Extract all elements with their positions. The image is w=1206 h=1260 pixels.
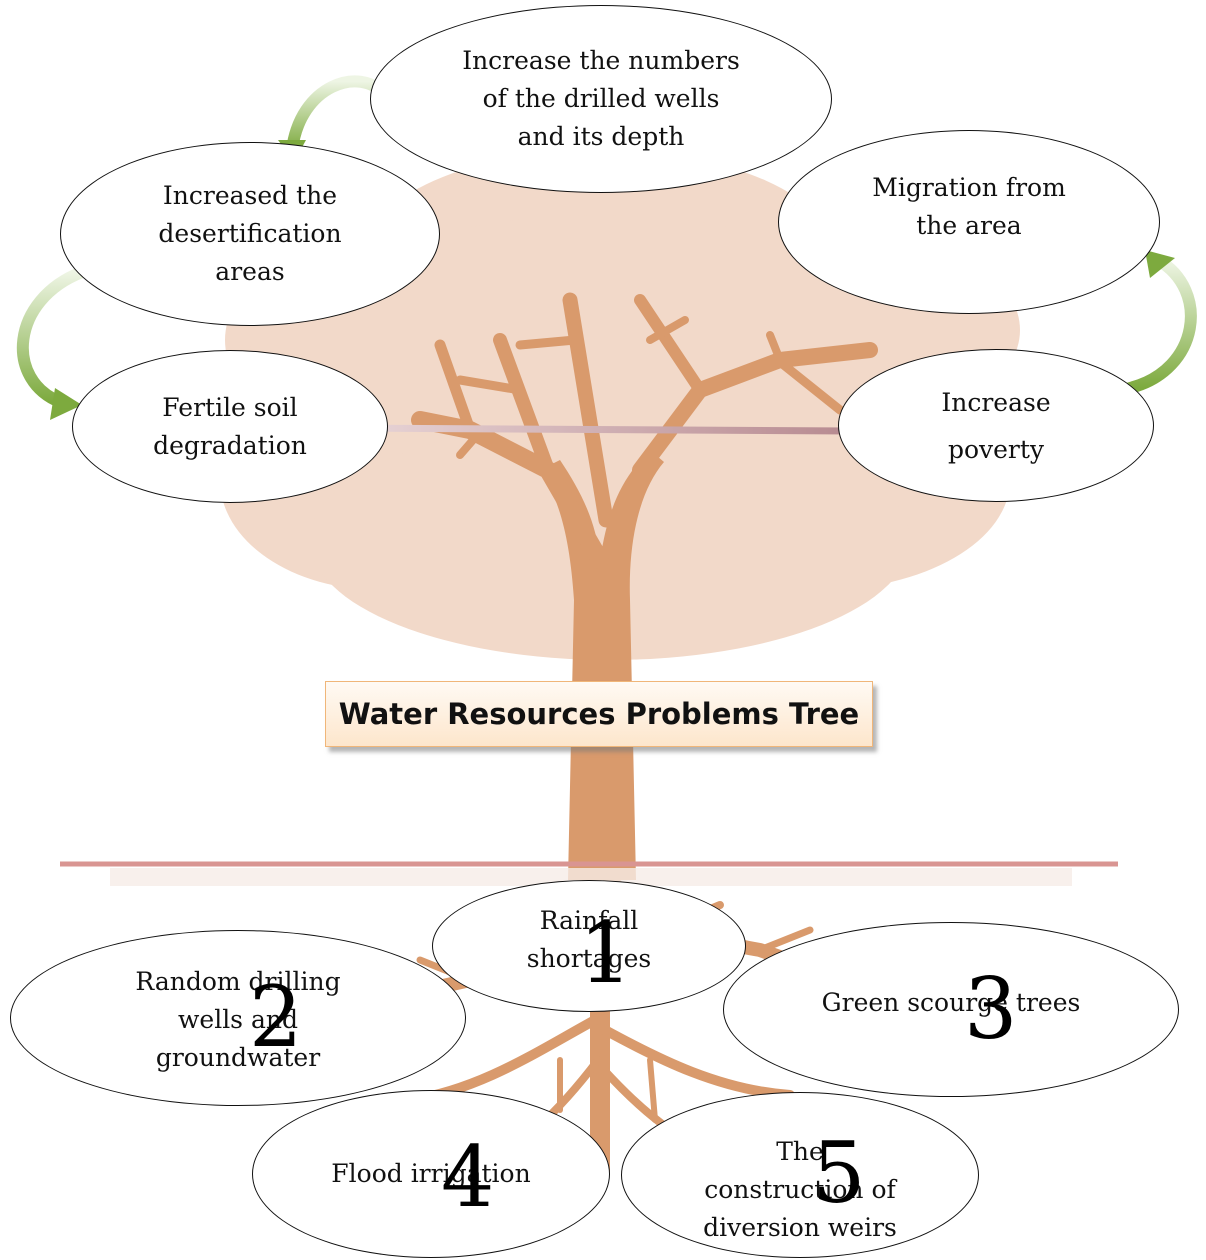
effect-text: Increased the desertification areas [158,181,342,286]
cause-number: 4 [441,1128,495,1226]
tree-trunk [411,292,878,880]
cause-bubble-drilling: Random drilling wells and groundwater 2 [10,930,466,1106]
cause-number: 5 [812,1124,866,1222]
cause-bubble-irrigation: Flood irrigation 4 [252,1090,610,1258]
effect-text: Increase the numbers of the drilled well… [462,46,740,151]
effect-bubble-migration: Migration from the area [778,130,1160,314]
cause-bubble-rainfall: Rainfall shortages 1 [432,880,746,1012]
diagram-title-box: Water Resources Problems Tree [325,681,873,747]
diagram-title: Water Resources Problems Tree [338,697,860,731]
effect-bubble-desertification: Increased the desertification areas [60,142,440,326]
cause-bubble-weirs: The construction of diversion weirs 5 [621,1092,979,1258]
effect-text: Migration from the area [872,173,1066,240]
effect-bubble-poverty: Increase poverty [838,349,1154,502]
cause-text: Flood irrigation [331,1159,531,1188]
cause-text: Random drilling wells and groundwater [135,967,341,1072]
effect-text: Fertile soil degradation [153,392,307,460]
effect-bubble-wells: Increase the numbers of the drilled well… [370,5,832,193]
effect-text: Increase poverty [941,387,1051,464]
effect-bubble-soil: Fertile soil degradation [72,350,388,503]
cause-number: 1 [579,904,633,1002]
cause-bubble-scourge: Green scourge trees 3 [723,922,1179,1097]
arrow-poverty-to-migration [1124,250,1197,394]
cause-number: 2 [249,968,303,1066]
arrow-desertification-to-soil [16,266,88,420]
cause-text: The construction of diversion weirs [703,1137,897,1242]
ground-line [60,861,1118,886]
cause-text: Rainfall shortages [526,906,652,973]
cause-number: 3 [964,960,1018,1058]
cause-text: Green scourge trees [821,987,1081,1017]
